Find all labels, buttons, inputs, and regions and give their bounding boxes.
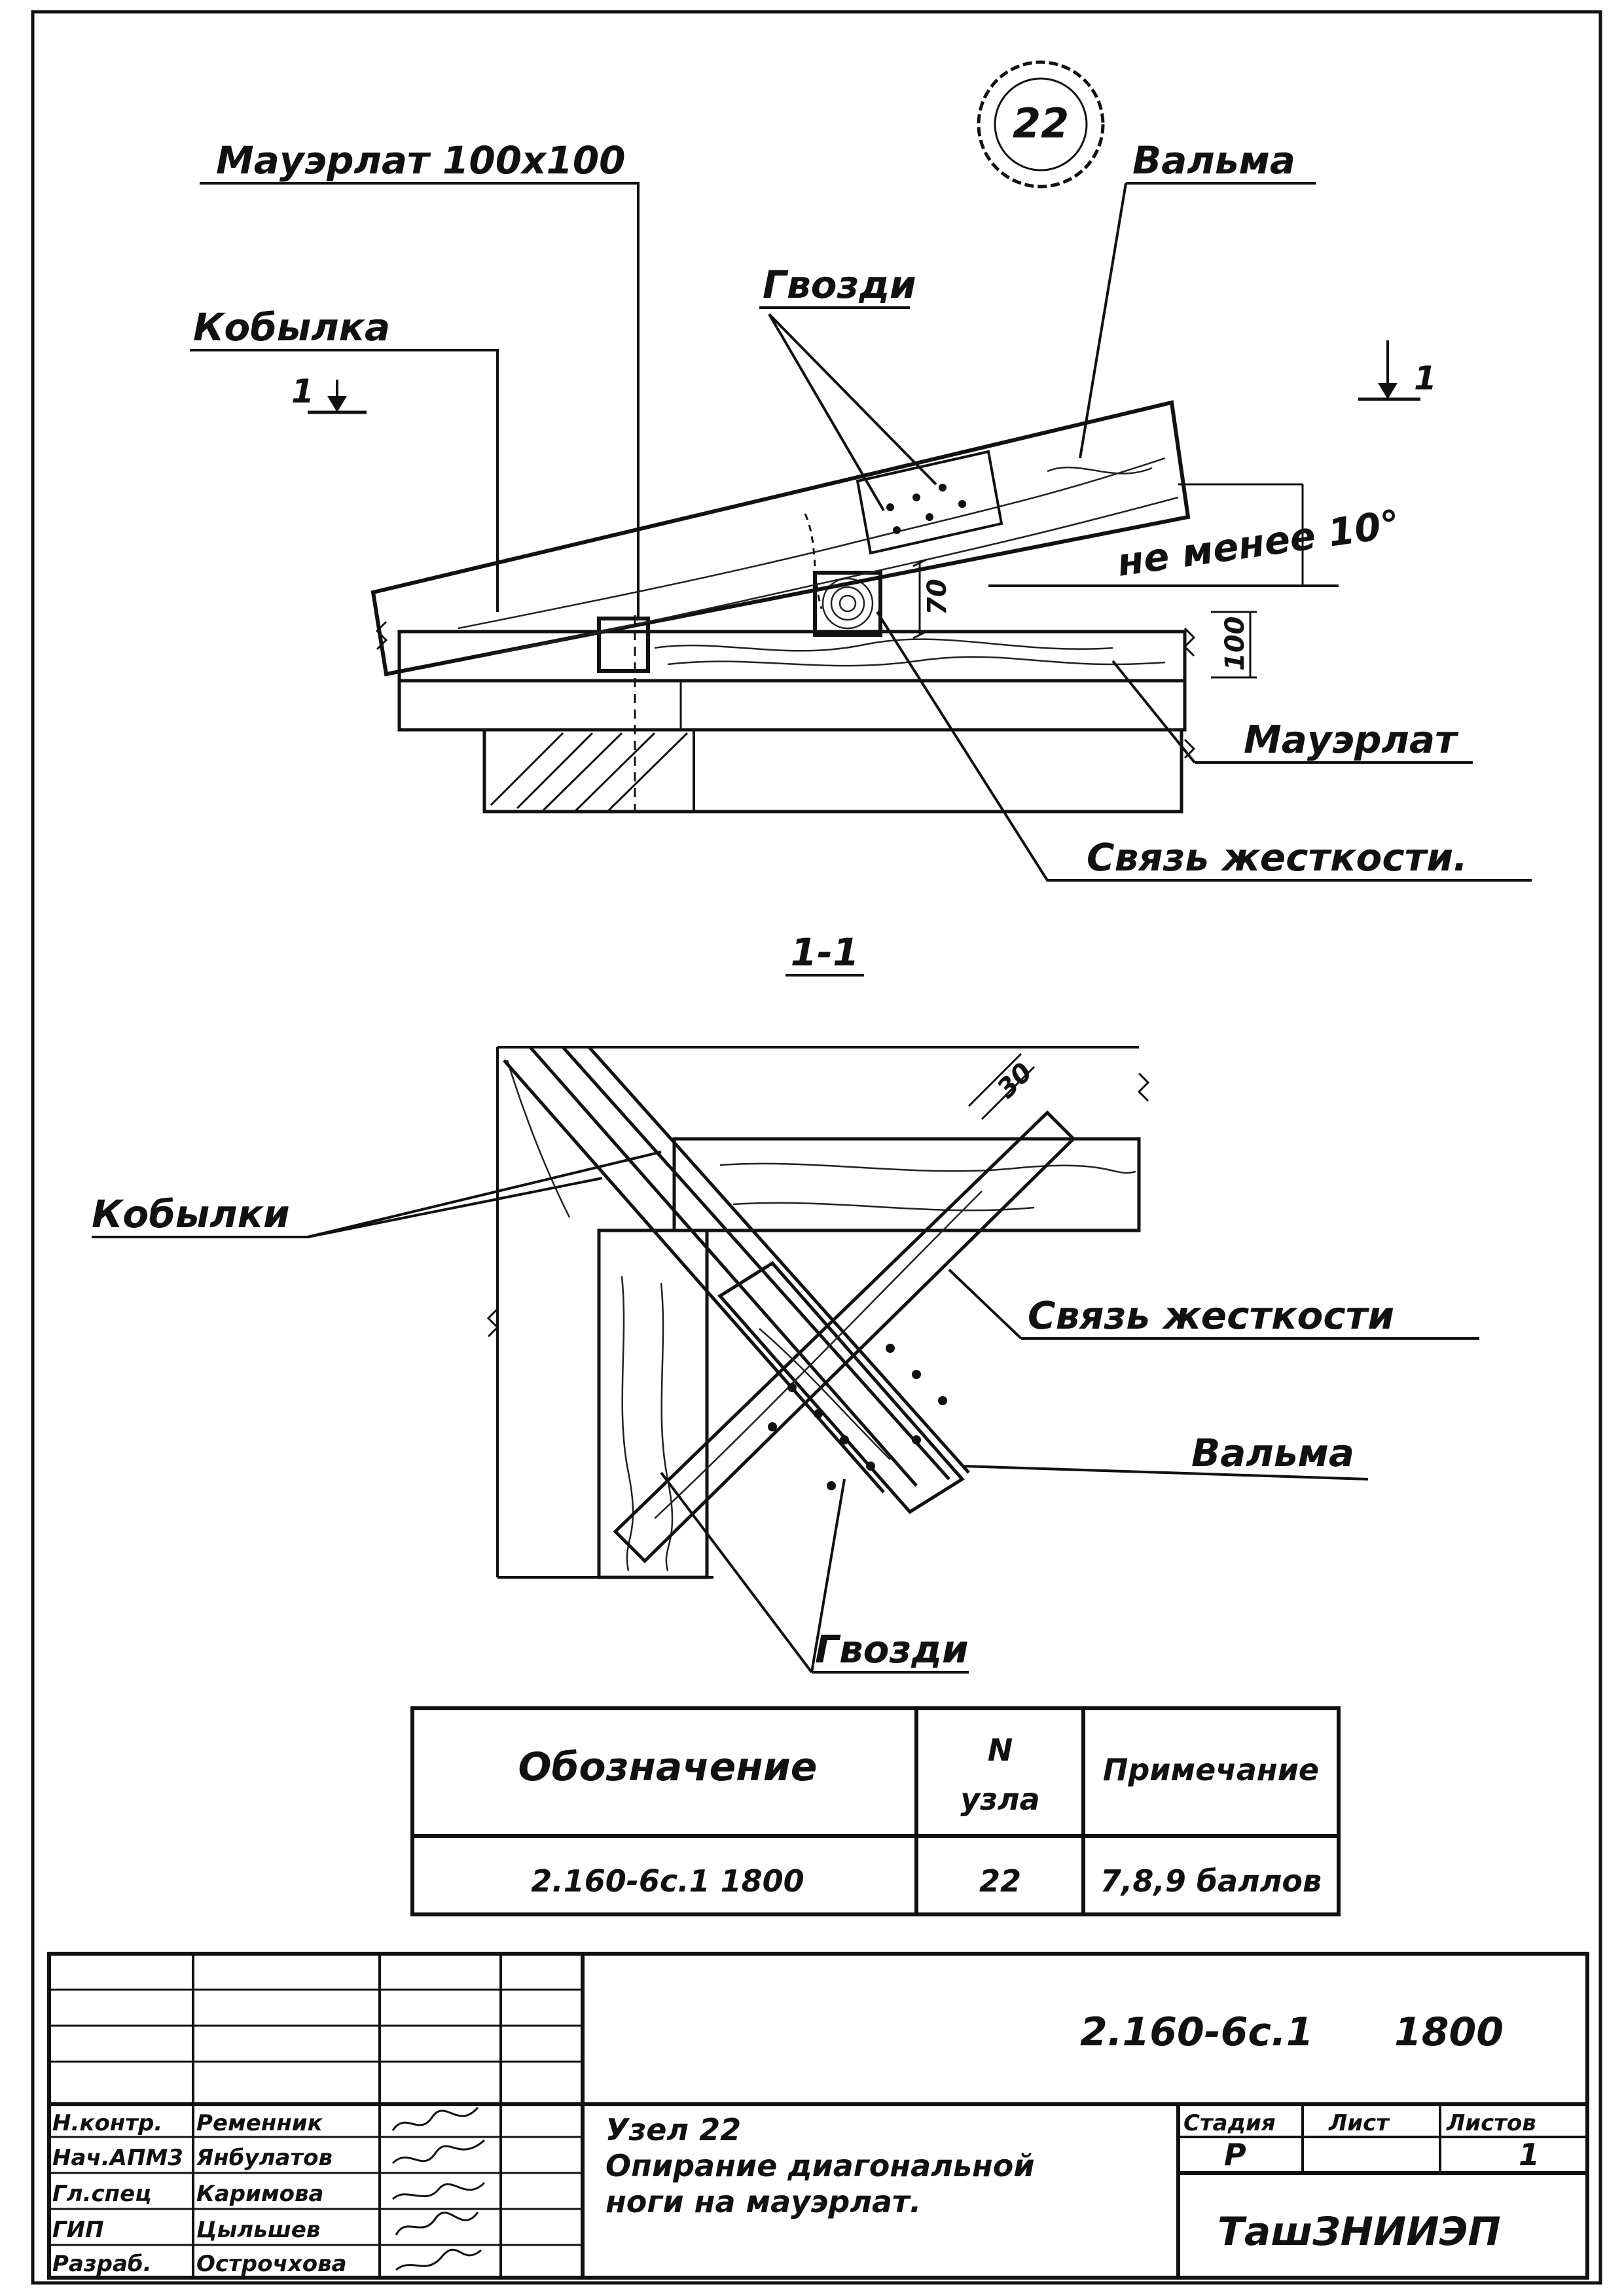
staff-role-1: Н.контр. [52,2110,162,2136]
spec-table: Обозначение N узла Примечание 2.160-6с.1… [410,1706,1341,1916]
label-section-nails: Гвозди [815,1627,969,1672]
stage-header: Стадия [1183,2110,1276,2136]
doc-code: 2.160-6с.1 [1080,2009,1314,2055]
staff-role-2: Нач.АПМ3 [52,2145,183,2171]
section-mark-right: 1 [1358,340,1437,401]
section-stiffness-tie [613,1110,1076,1564]
spec-row-node-no: 22 [979,1863,1021,1899]
label-kobylka: Кобылка [193,305,390,350]
svg-text:30: 30 [992,1057,1039,1104]
label-section-valma: Вальма [1191,1431,1354,1475]
dim-height: 100 [1211,611,1257,679]
sheets-value: 1 [1519,2137,1540,2172]
organization: ТашЗНИИЭП [1218,2209,1501,2255]
staff-name-3: Каримова [196,2181,324,2207]
spec-header-designation: Обозначение [518,1744,817,1790]
svg-text:70: 70 [922,579,952,615]
staff-role-5: Разраб. [52,2251,152,2277]
spec-header-note: Примечание [1103,1752,1319,1787]
label-mauerlat-100: Мауэрлат 100х100 [216,138,626,183]
section-view: 1-1 [92,930,1479,1674]
spec-header-node-no-2: узла [960,1782,1039,1817]
title-line-3: ноги на мауэрлат. [605,2184,921,2219]
label-stiffness-tie: Связь жесткости. [1087,835,1468,880]
stiffness-tie-block [813,571,882,637]
title-line-2: Опирание диагональной [605,2148,1035,2183]
wall-hatch [490,732,689,812]
label-mauerlat: Мауэрлат [1244,717,1459,762]
spec-header-node-no: N [988,1732,1013,1768]
stage-value: Р [1224,2137,1246,2172]
valma-rafter [370,400,1191,677]
angle-note: не менее 10° [1114,501,1402,585]
elevation-view: 1 1 не менее 10° 70 100 Мауэрлат 100х1 [190,138,1532,882]
sheet-frame [31,10,1602,2285]
dim-gap: 70 [912,558,952,639]
staff-name-2: Янбулатов [196,2145,333,2171]
wall-block [482,728,1183,814]
label-valma-top: Вальма [1132,138,1295,183]
svg-text:100: 100 [1220,617,1250,672]
staff-role-4: ГИП [52,2217,104,2243]
wall-plate [397,679,1187,732]
mauerlat-beam [397,630,1187,683]
section-left-beam [597,1229,709,1579]
kobylka-diagonals [503,1046,970,1494]
svg-text:1: 1 [1414,359,1437,397]
sheet-header: Лист [1328,2110,1390,2136]
label-kobylki: Кобылки [92,1192,290,1236]
section-title: 1-1 [791,930,859,975]
node-number-badge: 22 [977,60,1105,188]
spec-row-designation: 2.160-6с.1 1800 [531,1863,804,1899]
label-nails-top: Гвозди [763,262,916,307]
section-valma [717,1261,965,1515]
section-mark-left: 1 [291,372,367,414]
staff-name-5: Острочхова [196,2251,347,2277]
section-top-beam [672,1137,1141,1232]
nail-plate [856,450,1003,555]
title-block: 2.160-6с.1 1800 Н.контр. Ременник Нач.АП… [47,1952,1589,2280]
staff-role-3: Гл.спец [52,2181,151,2207]
title-line-1: Узел 22 [605,2112,741,2147]
spec-row-note: 7,8,9 баллов [1100,1863,1322,1899]
staff-name-4: Цыльшев [196,2217,320,2243]
section-dim-30: 30 [967,1052,1039,1121]
label-section-stiffness: Связь жесткости [1028,1293,1394,1338]
staff-name-1: Ременник [196,2110,323,2136]
mauerlat-block [597,617,650,673]
doc-number: 1800 [1394,2009,1504,2055]
svg-text:1: 1 [291,372,314,410]
nail-dots [886,484,966,534]
section-nails [768,1344,947,1490]
sheets-header: Листов [1446,2110,1536,2136]
signatures [391,2107,486,2271]
node-number: 22 [1013,99,1069,147]
